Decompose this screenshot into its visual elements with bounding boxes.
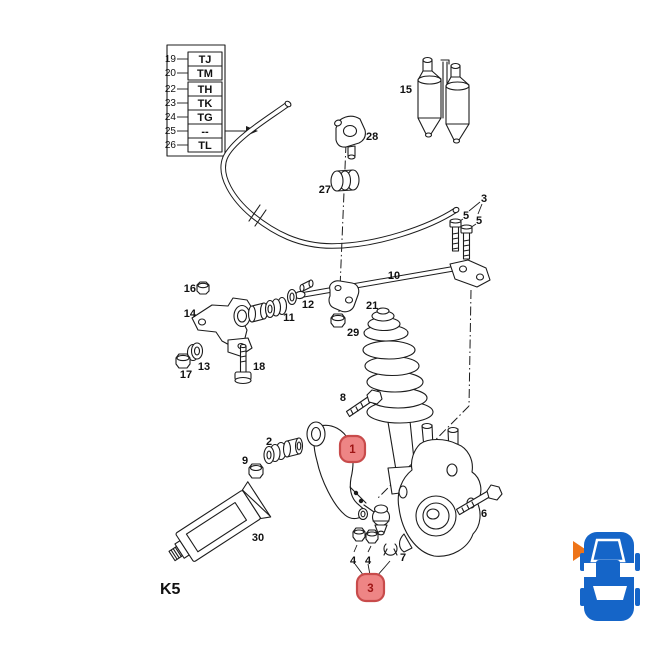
part-label-27: 27 <box>319 184 331 196</box>
legend-code: -- <box>201 126 209 138</box>
nut-4-left <box>352 527 366 542</box>
leader-4-left <box>353 544 358 553</box>
bolt-5-right <box>460 224 473 260</box>
legend-row-25: 25 -- <box>165 126 209 138</box>
hotspot-1-number: 1 <box>349 444 356 456</box>
legend-ref: 19 <box>165 54 177 65</box>
bolt-6 <box>455 484 503 516</box>
part-label-12: 12 <box>302 299 314 311</box>
car-locator-icon[interactable] <box>573 532 640 621</box>
bolt-8 <box>345 389 383 418</box>
centerline-vertical <box>468 289 472 407</box>
arm-sleeve <box>282 437 304 458</box>
shock-cartridges <box>417 56 470 144</box>
part-label-28: 28 <box>366 131 378 143</box>
legend-ref: 24 <box>165 112 177 123</box>
centerline-diagonal <box>376 405 470 500</box>
legend-ref: 22 <box>165 84 177 95</box>
cartridge-right <box>445 62 470 144</box>
legend-row-20: 20 TM <box>165 68 213 80</box>
part-label-30: 30 <box>252 532 264 544</box>
legend-code: TL <box>198 140 212 152</box>
stabilizer-bar <box>220 100 460 249</box>
part-label-3-top: 3 <box>481 193 487 205</box>
cartridge-left <box>417 56 442 138</box>
legend-row-22: 22 TH <box>165 84 213 96</box>
part-label-13: 13 <box>198 361 210 373</box>
part-label-14: 14 <box>184 308 197 320</box>
legend-code: TM <box>197 68 213 80</box>
part-label-10: 10 <box>388 270 400 282</box>
part-label-17: 17 <box>180 369 192 381</box>
legend-row-19: 19 TJ <box>165 54 212 66</box>
part-label-5b: 5 <box>476 215 482 227</box>
part-label-9: 9 <box>242 455 248 467</box>
part-label-5a: 5 <box>463 210 469 222</box>
legend-row-23: 23 TK <box>165 98 213 110</box>
legend-row-26: 26 TL <box>165 140 212 152</box>
part-label-21: 21 <box>366 300 378 312</box>
stabilizer-clamp <box>334 115 366 160</box>
stabilizer-bushing <box>330 169 360 192</box>
part-label-16: 16 <box>184 283 196 295</box>
part-label-15: 15 <box>400 84 412 96</box>
legend-row-24: 24 TG <box>165 112 213 124</box>
nut-29 <box>330 313 346 328</box>
washer-13 <box>186 342 204 362</box>
washer-12 <box>286 279 314 306</box>
legend-code: TG <box>197 112 212 124</box>
legend-ref: 23 <box>165 98 177 109</box>
nut-17 <box>175 353 191 369</box>
part-label-11: 11 <box>283 312 295 324</box>
lock-clip-7 <box>383 543 398 556</box>
hotspot-3-number: 3 <box>367 583 373 595</box>
part-label-2: 2 <box>266 436 272 448</box>
part-label-29: 29 <box>347 327 359 339</box>
ball-joint <box>357 504 391 536</box>
rod-bracket <box>328 280 360 313</box>
hotspot-1[interactable]: 1 <box>338 434 367 464</box>
legend-ref: 26 <box>165 140 177 151</box>
bolt-5-left <box>449 218 462 252</box>
part-label-4a: 4 <box>350 555 357 567</box>
mount-bolts <box>449 201 483 260</box>
part-labels: 15 28 27 3 5 5 10 16 14 11 12 21 29 13 1… <box>180 84 487 567</box>
part-label-4b: 4 <box>365 555 372 567</box>
tension-rod <box>294 259 491 300</box>
bolt-18 <box>234 343 252 385</box>
hotspot-3[interactable]: 3 <box>354 560 391 603</box>
page-code: K5 <box>160 581 181 598</box>
legend-ref: 20 <box>165 68 177 79</box>
car-top-view-icon <box>580 532 640 621</box>
grease-cartridge <box>168 481 272 562</box>
legend-code: TK <box>198 98 213 110</box>
legend-code: TJ <box>199 54 212 66</box>
nut-9 <box>248 463 264 479</box>
leader-4-right <box>367 545 372 553</box>
legend-ref: 25 <box>165 126 177 137</box>
part-label-6: 6 <box>481 508 487 520</box>
steering-knuckle <box>397 422 482 557</box>
spacer-sleeve <box>247 302 269 323</box>
bushing-11 <box>264 296 288 319</box>
part-label-7: 7 <box>400 552 406 564</box>
part-label-8: 8 <box>340 392 346 404</box>
nut-4-right <box>365 529 379 544</box>
nut-16 <box>196 281 210 295</box>
part-label-18: 18 <box>253 361 265 373</box>
orange-arrow-icon <box>573 541 588 561</box>
legend-code: TH <box>198 84 213 96</box>
